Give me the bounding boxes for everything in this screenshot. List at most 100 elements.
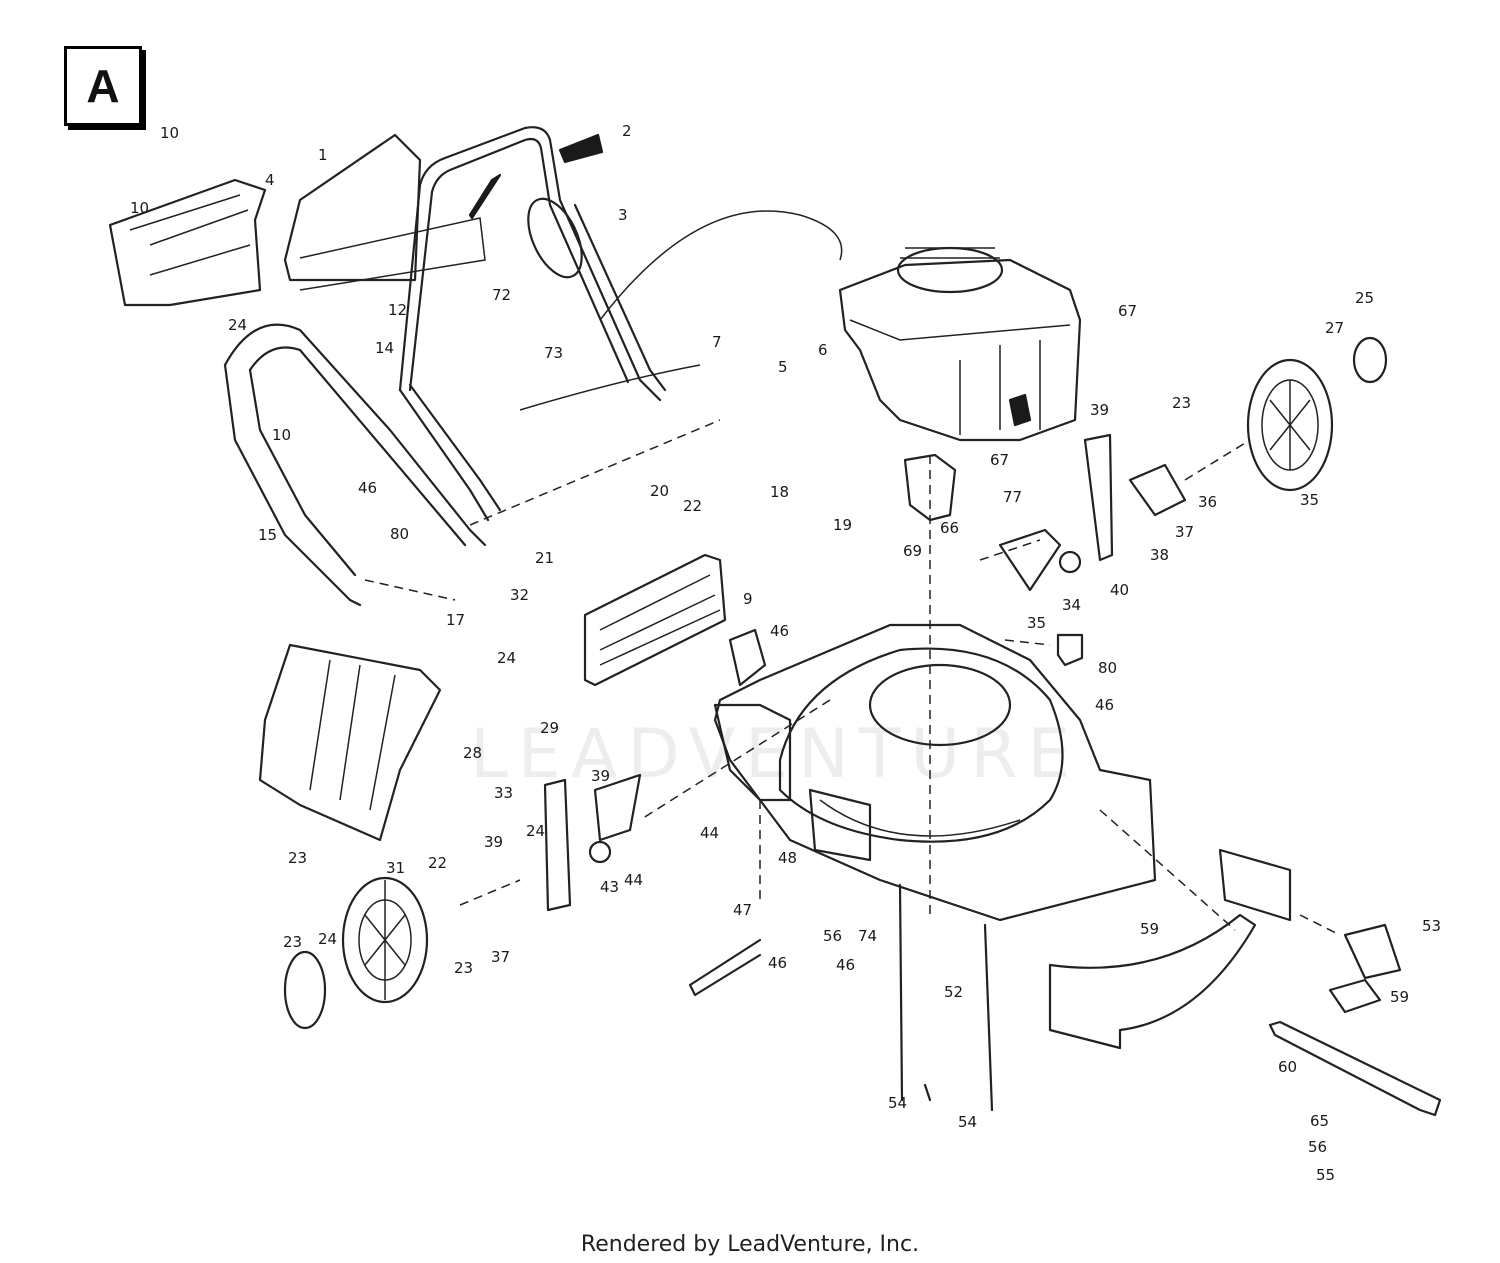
callout: 10 [130,199,149,217]
callout: 2 [622,122,632,140]
callout: 34 [1062,596,1081,614]
callout: 32 [510,586,529,604]
callout: 15 [258,526,277,544]
callout: 5 [778,358,788,376]
rear-flap [583,553,727,687]
callout: 24 [228,316,247,334]
callout: 18 [770,483,789,501]
callout: 24 [497,649,516,667]
callout: 44 [700,824,719,842]
baffle [1048,848,1292,1050]
callout: 40 [1110,581,1129,599]
callout: 21 [535,549,554,567]
callout: 23 [1172,394,1191,412]
callout: 35 [1027,614,1046,632]
callout: 25 [1355,289,1374,307]
callout: 19 [833,516,852,534]
callout: 39 [591,767,610,785]
callout: 31 [386,859,405,877]
footer-credit: Rendered by LeadVenture, Inc. [580,1232,920,1257]
watermark: LEADVENTURE [470,715,1081,794]
callout: 73 [544,344,563,362]
callout: 54 [888,1094,907,1112]
callout: 46 [1095,696,1114,714]
lower-handle [223,323,487,607]
callout: 46 [768,954,787,972]
callout: 23 [454,959,473,977]
callout: 52 [944,983,963,1001]
small-parts [688,453,1084,1112]
callout: 28 [463,744,482,762]
callout: 37 [491,948,510,966]
callout: 23 [288,849,307,867]
callout: 24 [526,822,545,840]
handle-upper [398,126,662,522]
callout: 46 [358,479,377,497]
wheel-left [283,876,429,1030]
decal-plate [283,133,486,291]
callout: 67 [990,451,1009,469]
callout: 69 [903,542,922,560]
callout: 7 [712,333,722,351]
callout: 14 [375,339,394,357]
callout: 33 [494,784,513,802]
callout: 20 [650,482,669,500]
callout: 22 [428,854,447,872]
callout: 53 [1422,917,1441,935]
callout: 54 [958,1113,977,1131]
control-bail [527,197,667,392]
mower-deck [713,623,1157,922]
callout: 23 [283,933,302,951]
engine [838,246,1082,442]
callout: 48 [778,849,797,867]
callout: 77 [1003,488,1022,506]
callout: 46 [770,622,789,640]
panel-label: A [64,46,142,126]
callout: 66 [940,519,959,537]
grass-bag [258,643,442,842]
callout: 44 [624,871,643,889]
callout: 37 [1175,523,1194,541]
height-adjuster-right [1083,433,1187,562]
callout: 60 [1278,1058,1297,1076]
callout: 10 [160,124,179,142]
throttle-cable [519,210,843,411]
callout: 47 [733,901,752,919]
callout: 39 [484,833,503,851]
callout: 65 [1310,1112,1329,1130]
callout: 39 [1090,401,1109,419]
callout: 36 [1198,493,1217,511]
callout: 35 [1300,491,1319,509]
callout: 80 [390,525,409,543]
callout: 6 [818,341,828,359]
callout: 55 [1316,1166,1335,1184]
callout: 17 [446,611,465,629]
callout: 27 [1325,319,1344,337]
callout: 74 [858,927,877,945]
blade [1268,923,1442,1117]
callout: 80 [1098,659,1117,677]
callout: 67 [1118,302,1137,320]
callout-labels: 10 10 4 1 2 3 24 12 72 14 73 7 5 6 67 10… [130,122,1441,1184]
callout: 56 [823,927,842,945]
callout: 59 [1390,988,1409,1006]
callout: 38 [1150,546,1169,564]
callout: 43 [600,878,619,896]
handle-grip [468,133,604,220]
callout: 12 [388,301,407,319]
callout: 9 [743,590,753,608]
callout: 10 [272,426,291,444]
callout: 4 [265,171,275,189]
callout: 22 [683,497,702,515]
callout: 3 [618,206,628,224]
callout: 1 [318,146,328,164]
callout: 56 [1308,1138,1327,1156]
handle-knob-tray [108,178,267,307]
leader-lines [364,419,1341,936]
height-adjuster-left [543,773,642,912]
callout: 29 [540,719,559,737]
callout: 59 [1140,920,1159,938]
callout: 24 [318,930,337,948]
